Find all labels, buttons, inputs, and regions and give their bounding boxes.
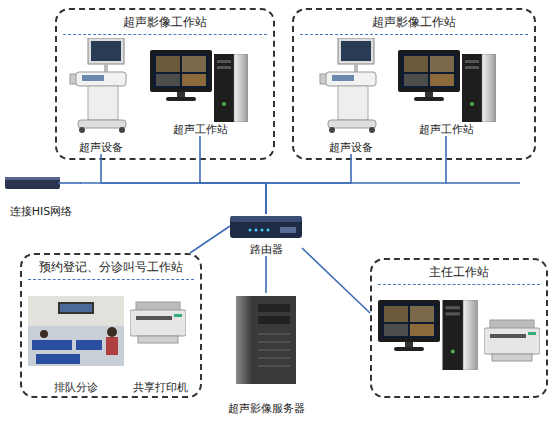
- switch-body: [5, 177, 60, 189]
- image-server: 超声影像服务器: [216, 293, 316, 415]
- device-label: 排队分诊: [20, 381, 132, 394]
- person: [40, 330, 48, 338]
- server-grill: [258, 350, 290, 351]
- group-title: 预约登记、分诊叫号工作站: [28, 255, 194, 280]
- router-top: [230, 216, 302, 222]
- router: [230, 216, 302, 238]
- call-screen-display: [60, 304, 92, 312]
- network-link: [266, 136, 446, 214]
- ultrasound-device: 超声设备: [312, 36, 390, 154]
- group-title: 超声影像工作站: [63, 10, 267, 35]
- device-label: 连接HIS网络: [0, 205, 86, 218]
- router-port: [280, 227, 296, 233]
- workstation-group: 超声影像工作站超声设备超声工作站: [292, 8, 536, 160]
- photo-floor: [28, 296, 124, 366]
- ultrasound-workstation: 超声工作站: [146, 46, 254, 136]
- network-link: [265, 256, 267, 293]
- ultrasound-device: [320, 38, 376, 133]
- queue-display: 排队分诊: [26, 294, 126, 394]
- router-body: [230, 216, 302, 238]
- printer: [484, 320, 540, 361]
- person: [107, 327, 117, 337]
- monitor: [150, 50, 212, 101]
- network-link: [80, 183, 266, 214]
- server: [236, 296, 296, 384]
- registration-group: 预约登记、分诊叫号工作站排队分诊共享打印机: [20, 253, 202, 398]
- chair-row: [76, 340, 102, 350]
- router: 路由器: [226, 214, 306, 256]
- server-bay: [258, 316, 290, 324]
- device-label: 共享打印机: [122, 381, 198, 394]
- monitor: [378, 300, 440, 351]
- server-bay: [258, 304, 290, 312]
- device-label: 超声设备: [56, 141, 146, 154]
- waiting-room-photo: [28, 296, 124, 366]
- bus-wire: [446, 182, 520, 184]
- server-grill: [258, 334, 290, 335]
- device-label: 超声工作站: [386, 123, 506, 136]
- director-group: 主任工作站: [370, 258, 548, 398]
- network-link: [302, 248, 370, 313]
- server-grill: [258, 366, 290, 367]
- network-link: [101, 154, 266, 214]
- device-label: 路由器: [220, 243, 312, 256]
- switch-top: [5, 177, 60, 180]
- photo-wall: [28, 296, 124, 326]
- ultrasound-device: [70, 38, 126, 133]
- device-label: 超声工作站: [140, 123, 260, 136]
- pc-tower: [443, 300, 478, 370]
- his-link: 连接HIS网络: [2, 176, 80, 218]
- server-side: [236, 296, 252, 384]
- router-light: [255, 229, 258, 232]
- pc-tower: [214, 54, 248, 122]
- person: [106, 337, 118, 355]
- pc-tower: [462, 54, 496, 122]
- ultrasound-workstation: 超声工作站: [392, 46, 500, 136]
- printer: [130, 302, 186, 343]
- router-light: [249, 229, 252, 232]
- network-link: [266, 154, 351, 214]
- workstation-group: 超声影像工作站超声设备超声工作站: [55, 8, 275, 160]
- network-link: [200, 136, 266, 214]
- ultrasound-device: 超声设备: [62, 36, 140, 154]
- chair-row: [32, 340, 72, 350]
- bus-wire: [58, 182, 81, 184]
- device-label: 超声设备: [306, 141, 396, 154]
- server-front: [236, 296, 296, 384]
- group-title: 超声影像工作站: [300, 10, 528, 35]
- router-light: [267, 229, 270, 232]
- device-label: 超声影像服务器: [210, 402, 322, 415]
- his-switch: [5, 177, 60, 189]
- server-grill: [258, 358, 290, 359]
- monitor: [398, 50, 460, 101]
- call-screen: [58, 302, 94, 314]
- server-grill: [258, 342, 290, 343]
- network-link: [190, 226, 230, 253]
- shared-printer: 共享打印机: [128, 294, 192, 394]
- group-title: 主任工作站: [378, 260, 540, 285]
- chair-row: [36, 354, 80, 364]
- router-light: [261, 229, 264, 232]
